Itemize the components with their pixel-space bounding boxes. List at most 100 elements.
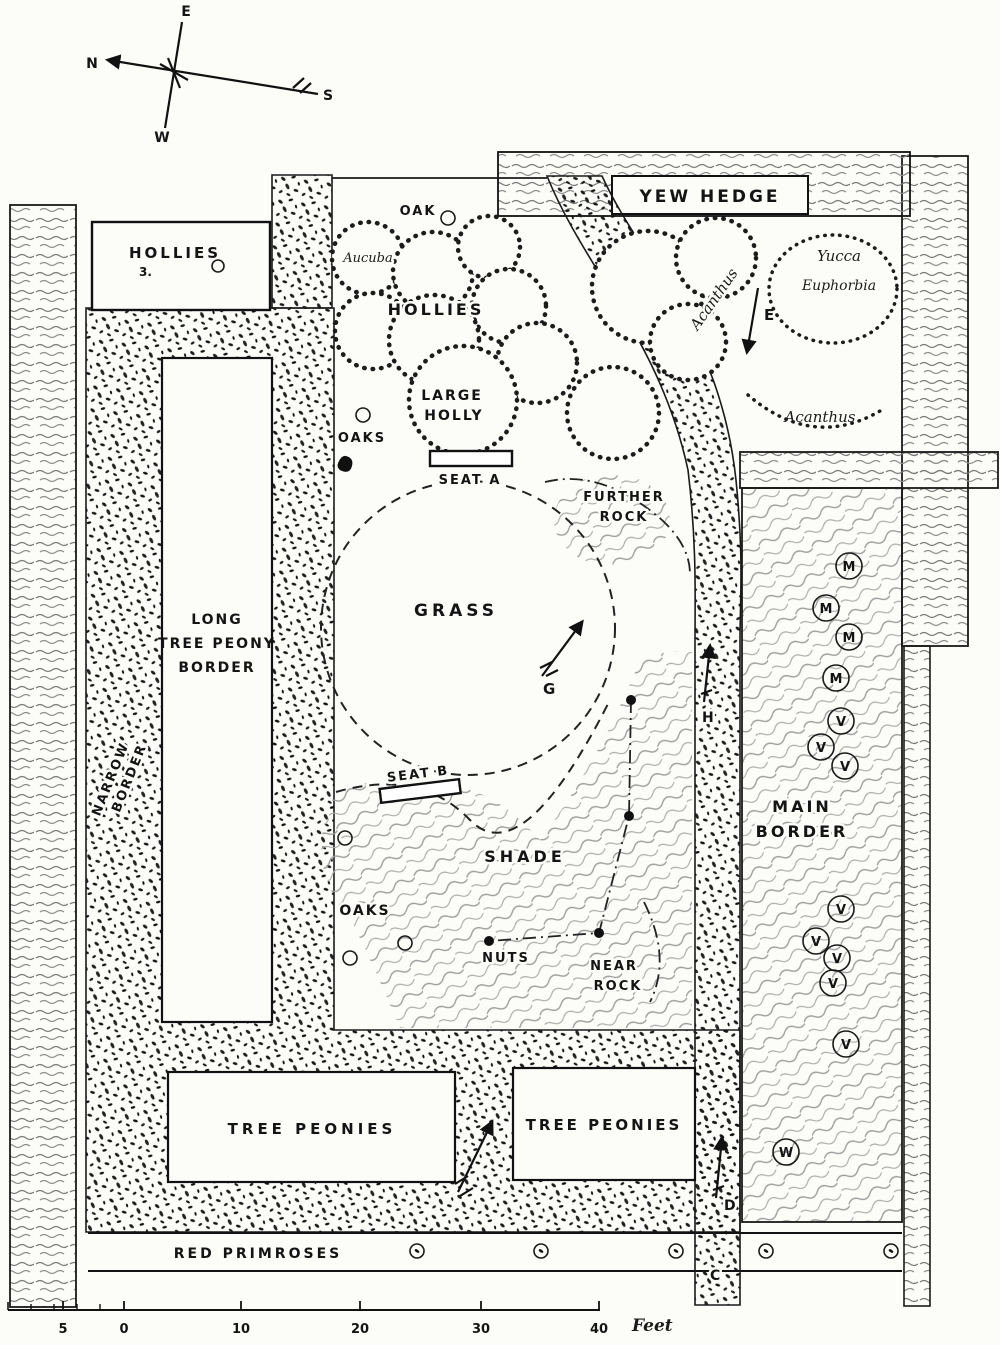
- seat-a-label: SEAT A: [439, 473, 502, 488]
- further-rock-label-2: ROCK: [600, 510, 649, 525]
- primrose-dot: [668, 1243, 684, 1259]
- acanthus-bed-outline: [746, 393, 887, 429]
- rock-connector-line: [488, 699, 632, 942]
- point-g-label: G: [543, 680, 555, 698]
- yew-hedge: YEW HEDGE: [497, 151, 911, 217]
- scale-tick-30: 30: [472, 1322, 490, 1337]
- holly-tree: [455, 213, 523, 281]
- compass-w: W: [154, 130, 169, 146]
- holly-plant-dot: [211, 259, 225, 273]
- long-border-label-1: LONG: [191, 612, 243, 628]
- scale-bar: 5 0 10 20 30 40 Feet: [7, 1301, 673, 1337]
- marker-v: V: [827, 895, 855, 923]
- marker-m: M: [812, 594, 840, 622]
- marker-v: V: [831, 752, 859, 780]
- scale-tick-5: 5: [58, 1322, 67, 1337]
- yew-hedge-label-plate: [611, 175, 809, 215]
- oak-dot: [337, 830, 353, 846]
- marker-v: V: [827, 707, 855, 735]
- point-h-label: H: [702, 710, 714, 726]
- hollies-box-bed: HOLLIES 3.: [90, 220, 272, 312]
- scale-tick-40: 40: [590, 1322, 608, 1337]
- svg-text:V: V: [836, 903, 846, 918]
- arrow-d: D: [712, 1134, 738, 1217]
- red-primroses-strip: RED PRIMROSES: [88, 1232, 902, 1272]
- compass-rose: N E S W: [86, 4, 333, 146]
- right-wall-lower: [903, 645, 931, 1307]
- scale-tick-0: 0: [119, 1322, 128, 1337]
- primrose-dot: [758, 1243, 774, 1259]
- plant-markers: M M M M V V V V V V V V W: [772, 552, 863, 1166]
- oak-dot: [440, 210, 456, 226]
- yew-hedge-label: YEW HEDGE: [638, 187, 780, 207]
- upper-tree-cluster: Aucuba HOLLIES LARGE HOLLY: [329, 213, 662, 462]
- svg-text:M: M: [843, 631, 856, 646]
- shade-label: SHADE: [484, 847, 566, 866]
- tree: [564, 364, 662, 462]
- near-rock-boundary: [643, 901, 661, 1003]
- marker-m: M: [835, 552, 863, 580]
- seat-a: [428, 449, 514, 468]
- hollies-count: 3.: [139, 265, 152, 279]
- large-holly-label-1: LARGE: [421, 388, 483, 404]
- oaks-upper-label: OAKS: [338, 431, 386, 446]
- arrow-between-peonies: [454, 1119, 494, 1197]
- acanthus-lower-label: Acanthus: [783, 408, 856, 426]
- tree-peonies-left-bed: TREE PEONIES: [166, 1070, 457, 1184]
- oak-label: OAK: [400, 204, 437, 219]
- scale-tick-20: 20: [351, 1322, 369, 1337]
- grass-label: GRASS: [414, 601, 498, 621]
- svg-text:V: V: [828, 977, 838, 992]
- oak-dot: [342, 950, 358, 966]
- long-border-label-3: BORDER: [178, 660, 255, 676]
- svg-text:V: V: [841, 1038, 851, 1053]
- primrose-dot: [409, 1243, 425, 1259]
- tree-peonies-right-bed: TREE PEONIES: [511, 1066, 697, 1182]
- near-rock-point: [594, 928, 604, 938]
- near-rock-label-2: ROCK: [594, 979, 643, 994]
- shade-boundary: [335, 699, 611, 834]
- arrow-g: G: [539, 619, 584, 698]
- aucuba-label: Aucuba: [342, 251, 393, 266]
- svg-text:V: V: [811, 935, 821, 950]
- oak-dot: [355, 407, 371, 423]
- marker-w: W: [772, 1138, 800, 1166]
- oak-blob: [337, 455, 353, 472]
- compass-n: N: [86, 56, 98, 72]
- euphorbia-label: Euphorbia: [801, 278, 876, 294]
- bush: [647, 301, 729, 383]
- red-primroses-label: RED PRIMROSES: [174, 1246, 342, 1262]
- svg-text:V: V: [816, 741, 826, 756]
- marker-m: M: [835, 623, 863, 651]
- seat-b: [378, 777, 463, 805]
- near-rock-label-1: NEAR: [590, 959, 638, 974]
- scale-tick-10: 10: [232, 1322, 250, 1337]
- svg-text:V: V: [832, 952, 842, 967]
- compass-e: E: [181, 4, 191, 20]
- left-wall: [9, 204, 77, 1308]
- svg-text:V: V: [840, 760, 850, 775]
- cross-wall: [739, 451, 999, 489]
- primrose-dot: [883, 1243, 899, 1259]
- svg-text:M: M: [820, 602, 833, 617]
- marker-m: M: [822, 664, 850, 692]
- nuts-label: NUTS: [482, 951, 530, 966]
- svg-text:W: W: [779, 1146, 793, 1161]
- yucca-bed-outline: [767, 233, 899, 345]
- rock-point: [624, 811, 634, 821]
- hollies-label: HOLLIES: [388, 300, 485, 319]
- svg-text:V: V: [836, 715, 846, 730]
- rock-point: [626, 695, 636, 705]
- main-border-label-1: MAIN: [772, 797, 832, 816]
- main-border-bed: MAIN BORDER: [741, 487, 903, 1223]
- main-border-label-2: BORDER: [756, 822, 849, 841]
- grass-circle: [320, 480, 616, 776]
- svg-text:M: M: [830, 672, 843, 687]
- svg-text:M: M: [843, 560, 856, 575]
- scale-unit-label: Feet: [631, 1316, 673, 1336]
- point-c-label: C: [710, 1268, 720, 1284]
- long-tree-peony-border: LONG TREE PEONY BORDER: [158, 356, 274, 1024]
- yucca-label: Yucca: [817, 247, 861, 265]
